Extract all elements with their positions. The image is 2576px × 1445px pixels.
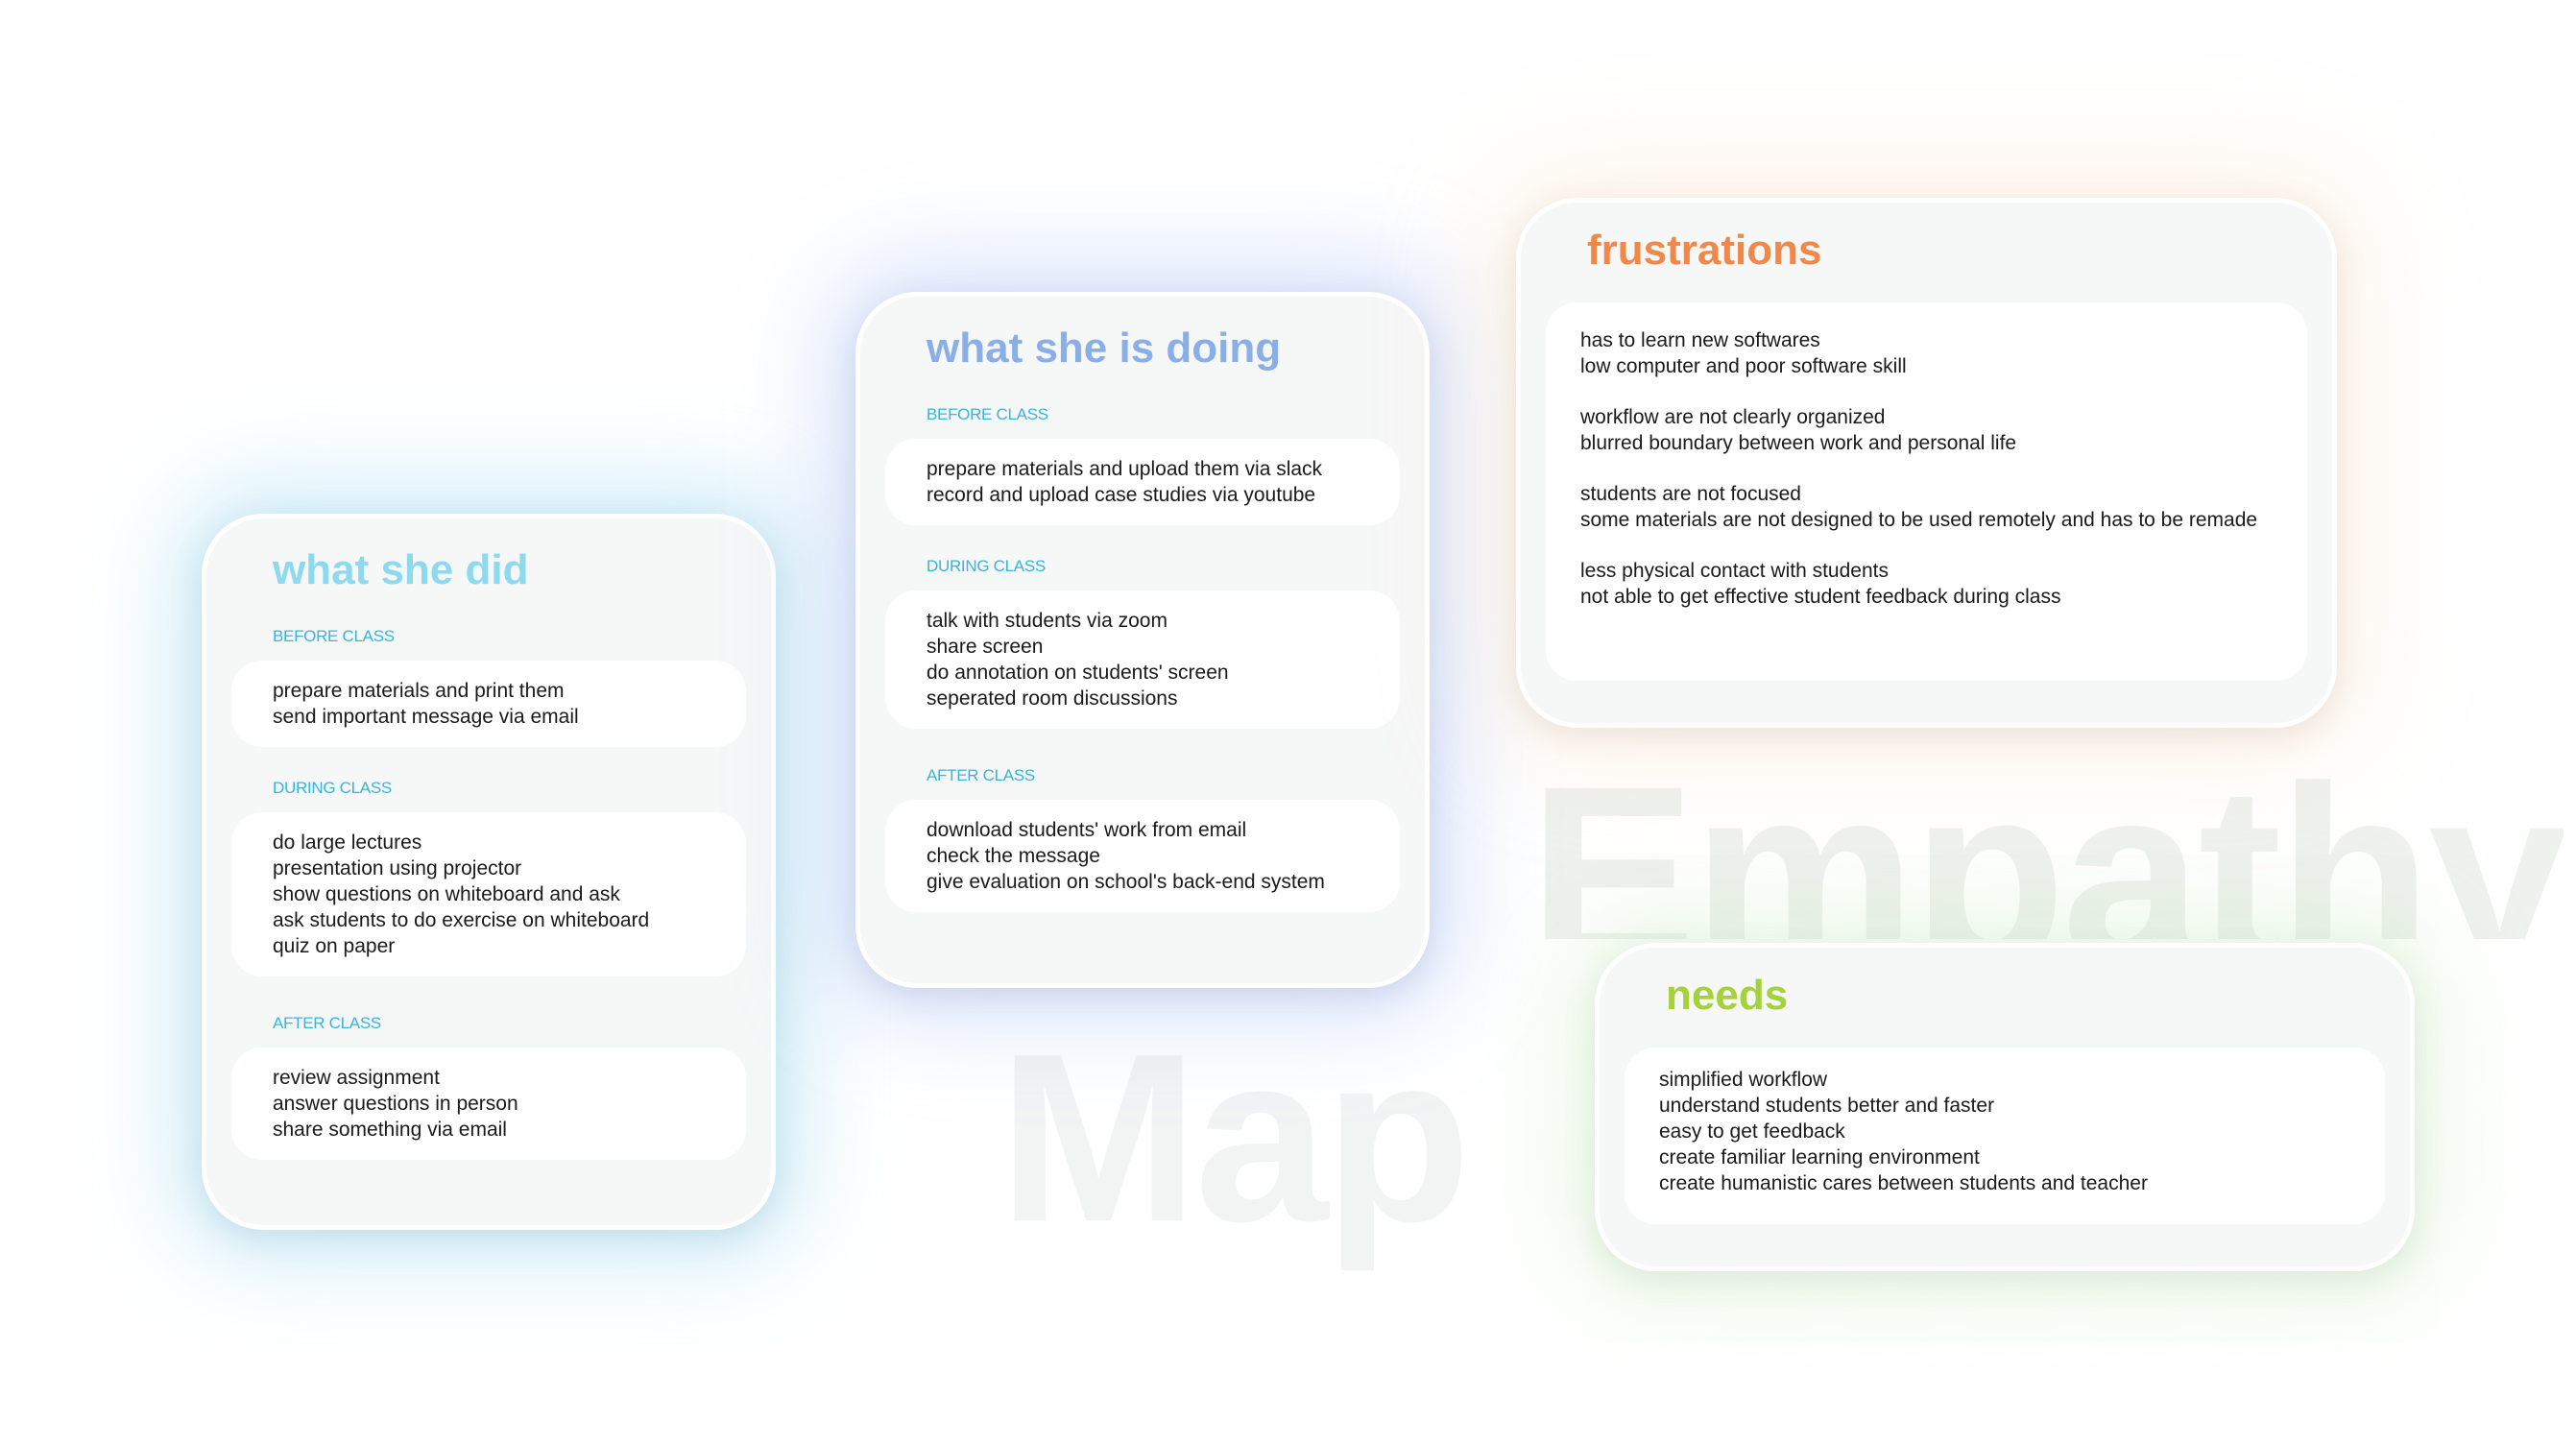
list-item: has to learn new softwares xyxy=(1580,329,1820,351)
card-what-she-is-doing: what she is doing BEFORE CLASS prepare m… xyxy=(855,292,1430,988)
list-item: do large lectures xyxy=(273,831,422,854)
section-label-before-class: BEFORE CLASS xyxy=(273,627,395,645)
section-box-during-class: talk with students via zoom share screen… xyxy=(885,590,1400,729)
card-frustrations: frustrations has to learn new softwares … xyxy=(1516,198,2337,728)
list-item: download students' work from email xyxy=(927,819,1247,841)
section-label-before-class: BEFORE CLASS xyxy=(927,405,1048,423)
list-item: share screen xyxy=(927,636,1044,658)
list-item: less physical contact with students xyxy=(1580,560,1889,582)
list-item: presentation using projector xyxy=(273,857,522,879)
frustration-group: workflow are not clearly organized blurr… xyxy=(1580,404,2273,456)
card-title: what she is doing xyxy=(927,325,1282,372)
list-item: answer questions in person xyxy=(273,1093,518,1115)
list-item: ask students to do exercise on whiteboar… xyxy=(273,909,650,931)
list-item: quiz on paper xyxy=(273,935,396,957)
list-item: some materials are not designed to be us… xyxy=(1580,509,2258,531)
list-item: not able to get effective student feedba… xyxy=(1580,586,2061,608)
card-title: frustrations xyxy=(1587,227,1822,274)
section-label-after-class: AFTER CLASS xyxy=(273,1014,381,1032)
list-item: record and upload case studies via youtu… xyxy=(927,484,1316,506)
watermark-empathy: Empathy xyxy=(1529,749,2564,939)
list-item: create familiar learning environment xyxy=(1659,1146,1980,1168)
frustration-group: less physical contact with students not … xyxy=(1580,558,2273,610)
frustrations-box: has to learn new softwares low computer … xyxy=(1546,302,2307,681)
card-needs: needs simplified workflow understand stu… xyxy=(1595,943,2415,1271)
list-item: seperated room discussions xyxy=(927,687,1178,710)
list-item: show questions on whiteboard and ask xyxy=(273,883,620,905)
list-item: share something via email xyxy=(273,1119,507,1141)
section-box-before-class: prepare materials and print them send im… xyxy=(231,661,746,747)
list-item: do annotation on students' screen xyxy=(927,662,1229,684)
list-item: students are not focused xyxy=(1580,483,1801,505)
needs-box: simplified workflow understand students … xyxy=(1625,1048,2385,1224)
list-item: talk with students via zoom xyxy=(927,610,1168,632)
list-item: simplified workflow xyxy=(1659,1069,1828,1091)
section-label-during-class: DURING CLASS xyxy=(927,557,1046,575)
section-box-before-class: prepare materials and upload them via sl… xyxy=(885,439,1400,525)
section-box-after-class: download students' work from email check… xyxy=(885,800,1400,912)
watermark-map: Map xyxy=(999,1003,1471,1271)
card-title: what she did xyxy=(273,546,529,593)
list-item: blurred boundary between work and person… xyxy=(1580,432,2017,454)
list-item: low computer and poor software skill xyxy=(1580,355,1907,377)
list-item: send important message via email xyxy=(273,706,579,728)
list-item: prepare materials and print them xyxy=(273,680,565,702)
list-item: understand students better and faster xyxy=(1659,1095,1995,1117)
list-item: workflow are not clearly organized xyxy=(1580,406,1886,428)
card-what-she-did: what she did BEFORE CLASS prepare materi… xyxy=(202,514,776,1230)
section-box-after-class: review assignment answer questions in pe… xyxy=(231,1048,746,1160)
list-item: easy to get feedback xyxy=(1659,1120,1845,1143)
list-item: check the message xyxy=(927,845,1100,867)
frustration-group: students are not focused some materials … xyxy=(1580,481,2273,533)
list-item: review assignment xyxy=(273,1067,440,1089)
list-item: create humanistic cares between students… xyxy=(1659,1172,2148,1194)
section-box-during-class: do large lectures presentation using pro… xyxy=(231,812,746,976)
list-item: prepare materials and upload them via sl… xyxy=(927,458,1323,480)
list-item: give evaluation on school's back-end sys… xyxy=(927,871,1325,893)
frustration-group: has to learn new softwares low computer … xyxy=(1580,327,2273,379)
section-label-during-class: DURING CLASS xyxy=(273,779,392,797)
card-title: needs xyxy=(1666,972,1789,1019)
section-label-after-class: AFTER CLASS xyxy=(927,766,1035,784)
